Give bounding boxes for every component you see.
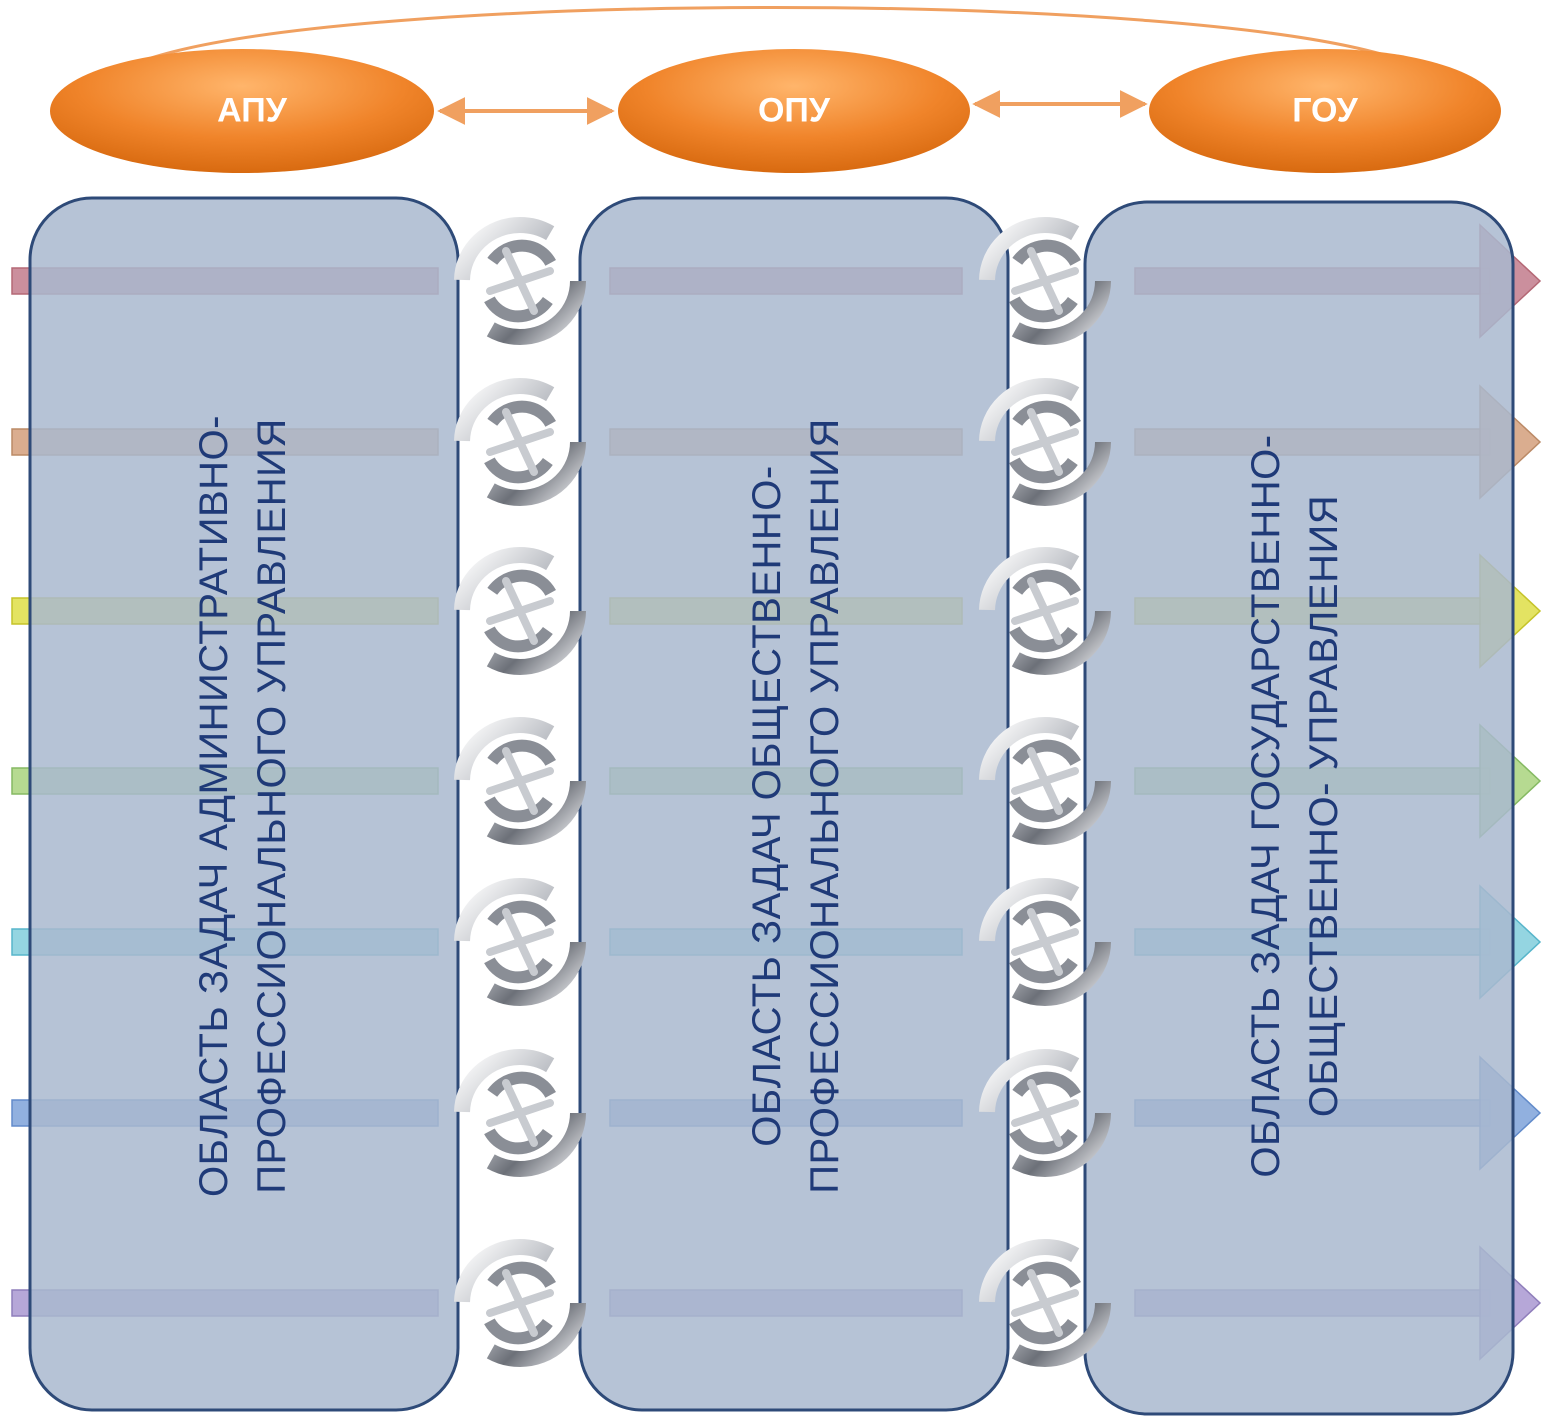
rotate-cycle-icon-right-2-ring-outer (979, 378, 1111, 506)
rotate-cycle-icon-right-3-ring-outer (979, 547, 1111, 675)
rotate-cycle-icon-right-4-ring-outer (979, 717, 1111, 845)
panels-layer (28, 196, 1515, 1416)
rotate-cycle-icon-left-5-ring-outer (454, 878, 586, 1006)
rotate-cycle-icon-left-6-ring-outer (454, 1049, 586, 1177)
rotate-cycle-icon-left-5 (454, 878, 586, 1006)
gou-oval-label: ГОУ (1292, 91, 1358, 130)
rotate-cycle-icon-left-2-ring-outer (454, 378, 586, 506)
rotate-cycle-icon-right-4-spokes (1011, 747, 1079, 815)
rotate-cycle-icon-right-1-ring-outer (979, 217, 1111, 345)
rotate-cycle-icon-right-6-spokes (1011, 1079, 1079, 1147)
area-panel-2 (578, 196, 1010, 1412)
rotate-cycle-icon-left-2 (454, 378, 586, 506)
rotate-cycle-icon-right-7-spokes (1011, 1269, 1079, 1337)
rotate-cycle-icon-left-5-spokes (486, 908, 554, 976)
rotate-cycle-icon-left-1-spokes (486, 247, 554, 315)
top-arc-connector (144, 6, 1401, 62)
rotate-cycle-icon-left-4 (454, 717, 586, 845)
opu-oval-label: ОПУ (757, 91, 831, 130)
apu-oval-label: АПУ (217, 91, 287, 130)
rotate-cycle-icon-left-3-ring-outer (454, 547, 586, 675)
rotate-cycle-icon-left-7-ring-outer (454, 1239, 586, 1367)
rotate-cycle-icon-right-5-spokes (1011, 908, 1079, 976)
rotate-cycle-icon-left-1-ring-outer (454, 217, 586, 345)
rotate-cycle-icon-right-3-spokes (1011, 577, 1079, 645)
rotate-cycle-icon-left-1 (454, 217, 586, 345)
rotate-cycle-icon-right-2-spokes (1011, 408, 1079, 476)
rotate-cycle-icon-left-6 (454, 1049, 586, 1177)
rotate-cycle-icon-left-6-spokes (486, 1079, 554, 1147)
apu-oval (50, 49, 434, 173)
rotate-cycle-icon-left-3 (454, 547, 586, 675)
rotate-cycle-icon-left-7 (454, 1239, 586, 1367)
rotate-cycle-icon-left-7-spokes (486, 1269, 554, 1337)
rotate-cycle-icon-right-7-ring-outer (979, 1239, 1111, 1367)
rotate-cycle-icon-left-4-ring-outer (454, 717, 586, 845)
rotate-cycle-icon-left-3-spokes (486, 577, 554, 645)
area-panel-1 (28, 196, 460, 1412)
rotate-cycle-icon-left-2-spokes (486, 408, 554, 476)
rotate-cycle-icon-right-1-spokes (1011, 247, 1079, 315)
rotate-cycle-icon-left-4-spokes (486, 747, 554, 815)
top-layer (50, 6, 1501, 173)
rotate-cycle-icon-right-6-ring-outer (979, 1049, 1111, 1177)
rotate-cycle-icon-right-5-ring-outer (979, 878, 1111, 1006)
gou-oval (1149, 49, 1501, 173)
opu-oval (618, 49, 970, 173)
area-panel-3 (1083, 200, 1515, 1416)
